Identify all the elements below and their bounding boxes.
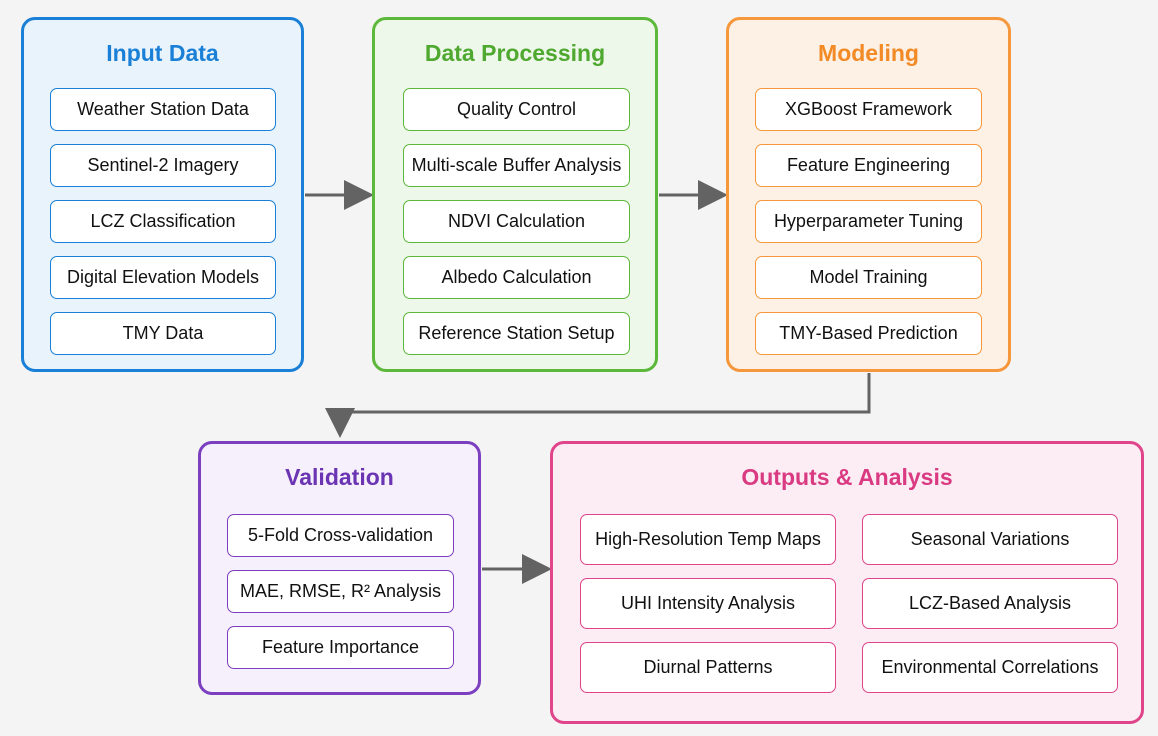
output-item-seasonal-variations: Seasonal Variations bbox=[862, 514, 1118, 565]
validation-panel: Validation 5-Fold Cross-validation MAE, … bbox=[198, 441, 481, 695]
output-item-lcz-analysis: LCZ-Based Analysis bbox=[862, 578, 1118, 629]
processing-item-quality-control: Quality Control bbox=[403, 88, 630, 131]
modeling-item-tmy-prediction: TMY-Based Prediction bbox=[755, 312, 982, 355]
output-item-environmental-correlations: Environmental Correlations bbox=[862, 642, 1118, 693]
input-item-sentinel-2: Sentinel-2 Imagery bbox=[50, 144, 276, 187]
output-item-uhi-intensity: UHI Intensity Analysis bbox=[580, 578, 836, 629]
modeling-item-feature-engineering: Feature Engineering bbox=[755, 144, 982, 187]
input-data-panel: Input Data Weather Station Data Sentinel… bbox=[21, 17, 304, 372]
output-item-temp-maps: High-Resolution Temp Maps bbox=[580, 514, 836, 565]
processing-item-reference-station: Reference Station Setup bbox=[403, 312, 630, 355]
validation-item-feature-importance: Feature Importance bbox=[227, 626, 454, 669]
input-item-tmy-data: TMY Data bbox=[50, 312, 276, 355]
modeling-item-model-training: Model Training bbox=[755, 256, 982, 299]
outputs-analysis-panel: Outputs & Analysis High-Resolution Temp … bbox=[550, 441, 1144, 724]
data-processing-panel: Data Processing Quality Control Multi-sc… bbox=[372, 17, 658, 372]
validation-item-error-metrics: MAE, RMSE, R² Analysis bbox=[227, 570, 454, 613]
modeling-item-hyperparameter-tuning: Hyperparameter Tuning bbox=[755, 200, 982, 243]
modeling-panel: Modeling XGBoost Framework Feature Engin… bbox=[726, 17, 1011, 372]
processing-item-albedo: Albedo Calculation bbox=[403, 256, 630, 299]
input-data-title: Input Data bbox=[106, 40, 219, 66]
input-item-lcz-classification: LCZ Classification bbox=[50, 200, 276, 243]
arrow-modeling-to-validation bbox=[325, 373, 871, 438]
processing-item-ndvi: NDVI Calculation bbox=[403, 200, 630, 243]
validation-item-cross-validation: 5-Fold Cross-validation bbox=[227, 514, 454, 557]
modeling-title: Modeling bbox=[818, 40, 919, 66]
input-item-weather-station: Weather Station Data bbox=[50, 88, 276, 131]
outputs-analysis-title: Outputs & Analysis bbox=[741, 464, 953, 490]
modeling-item-xgboost: XGBoost Framework bbox=[755, 88, 982, 131]
validation-title: Validation bbox=[285, 464, 394, 490]
data-processing-title: Data Processing bbox=[424, 40, 606, 66]
input-item-dem: Digital Elevation Models bbox=[50, 256, 276, 299]
processing-item-buffer-analysis: Multi-scale Buffer Analysis bbox=[403, 144, 630, 187]
output-item-diurnal-patterns: Diurnal Patterns bbox=[580, 642, 836, 693]
